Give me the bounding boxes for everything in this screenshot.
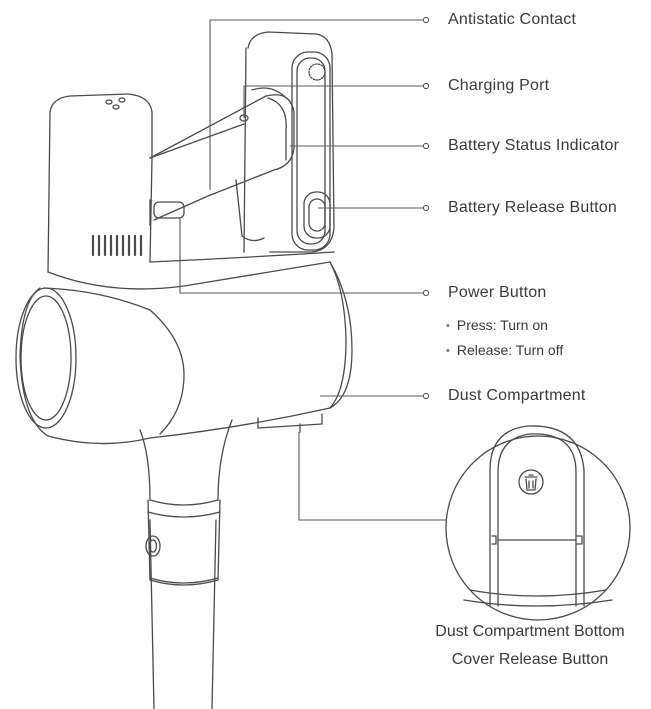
leader-power-button (179, 218, 424, 294)
air-vent (91, 234, 143, 257)
power-release-note: Release: Turn off (446, 342, 563, 358)
label-charging-port: Charging Port (448, 77, 550, 94)
motor-housing (47, 93, 335, 290)
cover-release-line1: Dust Compartment Bottom (435, 623, 625, 640)
leader-dot-dust (422, 392, 430, 400)
leader-dot-antistatic (422, 16, 430, 24)
cover-release-line2: Cover Release Button (451, 651, 609, 668)
leader-antistatic-contact (209, 19, 424, 190)
power-press-text: Press: Turn on (456, 317, 548, 333)
label-power-button: Power Button (448, 284, 547, 301)
leader-dot-battery-status (422, 142, 430, 150)
dust-compartment-body (15, 261, 353, 445)
handle-grip (149, 87, 295, 242)
wand-connector (145, 499, 221, 586)
leader-dot-power (422, 289, 430, 297)
label-battery-status-indicator: Battery Status Indicator (448, 137, 620, 154)
vacuum-neck (139, 419, 233, 506)
battery-pack (243, 31, 335, 253)
trash-icon (518, 469, 544, 495)
leader-cover-release (298, 432, 446, 521)
detail-inset (445, 425, 631, 621)
power-release-text: Release: Turn off (456, 342, 564, 358)
leader-dot-charging (422, 82, 430, 90)
leader-charging-port (243, 85, 424, 118)
label-cover-release-button: Dust Compartment Bottom Cover Release Bu… (410, 618, 650, 674)
label-dust-compartment: Dust Compartment (448, 387, 586, 404)
leader-dot-battery-release (422, 204, 430, 212)
power-press-note: Press: Turn on (446, 317, 548, 333)
label-antistatic-contact: Antistatic Contact (448, 11, 577, 28)
label-battery-release-button: Battery Release Button (448, 199, 617, 216)
